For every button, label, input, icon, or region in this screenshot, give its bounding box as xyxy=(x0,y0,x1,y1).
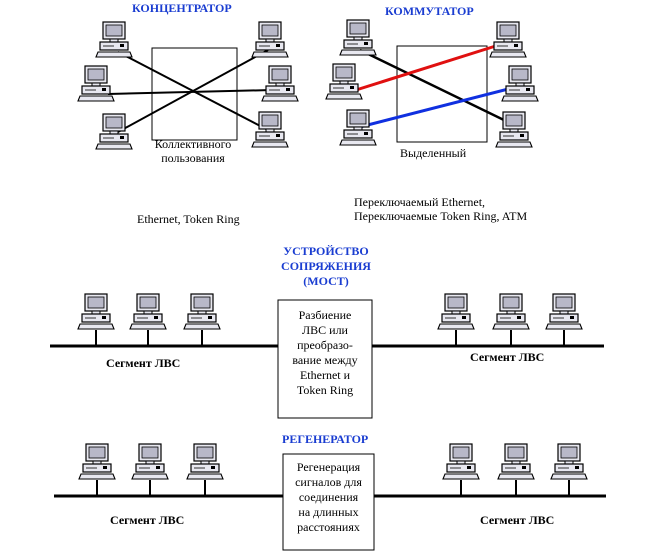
workstation-icon xyxy=(261,65,299,102)
workstation-icon xyxy=(492,293,530,330)
segment-label: Сегмент ЛВС xyxy=(110,513,185,527)
workstation-icon xyxy=(325,63,363,100)
workstation-icon xyxy=(95,21,133,58)
switch-link-blue xyxy=(355,86,513,130)
switch-link-red xyxy=(355,42,503,92)
workstation-icon xyxy=(186,443,224,480)
switch-section xyxy=(325,19,539,148)
hub-box xyxy=(151,47,238,141)
hub-protocols: Ethernet, Token Ring xyxy=(137,212,240,226)
workstation-icon xyxy=(77,293,115,330)
switch-box xyxy=(396,45,488,143)
workstation-icon xyxy=(545,293,583,330)
workstation-icon xyxy=(131,443,169,480)
bridge-section xyxy=(50,293,604,419)
workstation-icon xyxy=(251,21,289,58)
workstation-icon xyxy=(95,113,133,150)
segment-label: Сегмент ЛВС xyxy=(106,356,181,370)
hub-section xyxy=(77,21,299,150)
hub-title: КОНЦЕНТРАТОР xyxy=(132,1,232,15)
bridge-title: УСТРОЙСТВО СОПРЯЖЕНИЯ (МОСТ) xyxy=(281,244,371,288)
repeater-title: РЕГЕНЕРАТОР xyxy=(282,432,369,446)
repeater-section xyxy=(54,443,606,551)
workstation-icon xyxy=(442,443,480,480)
workstation-icon xyxy=(550,443,588,480)
workstation-icon xyxy=(77,65,115,102)
workstation-icon xyxy=(495,111,533,148)
workstation-icon xyxy=(339,19,377,56)
workstation-icon xyxy=(437,293,475,330)
bridge-box xyxy=(277,299,373,419)
workstation-icon xyxy=(489,21,527,58)
workstation-icon xyxy=(501,65,539,102)
switch-protocols: Переключаемый Ethernet, Переключаемые To… xyxy=(354,195,528,223)
switch-caption: Выделенный xyxy=(400,146,467,160)
workstation-icon xyxy=(339,109,377,146)
repeater-box xyxy=(282,453,375,551)
switch-title: КОММУТАТОР xyxy=(385,4,474,18)
workstation-icon xyxy=(497,443,535,480)
switch-link xyxy=(359,48,513,126)
workstation-icon xyxy=(183,293,221,330)
workstation-icon xyxy=(251,111,289,148)
hub-link xyxy=(107,89,273,95)
repeater-description: Регенерация сигналов для соединения на д… xyxy=(295,460,362,534)
workstation-icon xyxy=(78,443,116,480)
segment-label: Сегмент ЛВС xyxy=(480,513,555,527)
workstation-icon xyxy=(129,293,167,330)
hub-caption: Коллективного пользования xyxy=(154,137,232,165)
bridge-description: Разбиение ЛВС или преобразо- вание между… xyxy=(292,308,358,397)
segment-label: Сегмент ЛВС xyxy=(470,350,545,364)
